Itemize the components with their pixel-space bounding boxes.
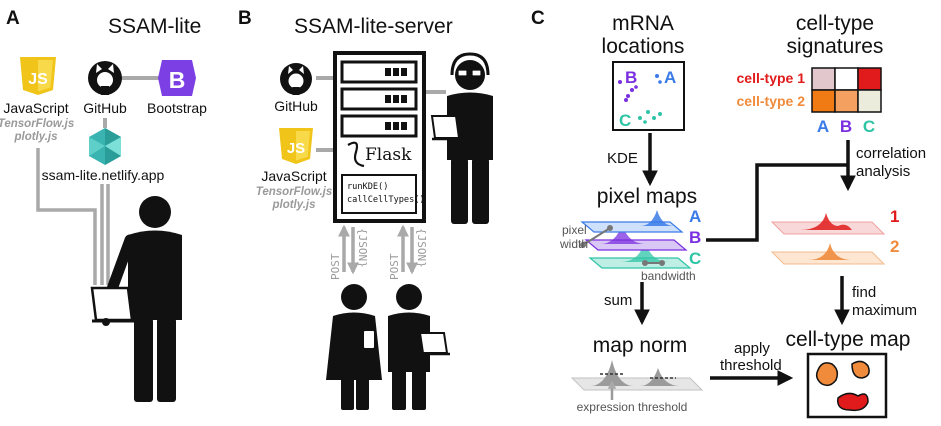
mrna-title-line-1: mRNA xyxy=(612,12,674,35)
panel-a-tensorflow-label: TensorFlow.js xyxy=(0,118,74,130)
panel-b-admin-figure xyxy=(447,52,493,224)
panel-c: C mRNA locations cell-type signatures B … xyxy=(531,8,926,419)
pixel-maps-stack xyxy=(580,210,692,269)
apply-label-line-2: threshold xyxy=(720,357,782,374)
post-json-arrows-left xyxy=(338,224,359,275)
panel-b-admin-laptop xyxy=(430,115,462,141)
panel-b-title: SSAM-lite-server xyxy=(294,15,453,38)
panel-b-github-label: GitHub xyxy=(274,98,318,114)
panel-b-letter: B xyxy=(238,8,252,29)
mrna-gene-c: C xyxy=(619,111,631,130)
mrna-title-line-2: locations xyxy=(602,35,685,58)
find-label-line-2: maximum xyxy=(852,302,917,319)
netlify-icon xyxy=(89,128,121,165)
pixel-map-layer-a: A xyxy=(689,207,701,226)
signature-cell xyxy=(857,89,882,113)
mrna-locations-box: B A C xyxy=(612,61,685,131)
cell-type-map-box xyxy=(806,352,888,419)
bandwidth-indicator xyxy=(642,260,665,266)
correlation-maps xyxy=(770,213,886,265)
panel-b-client-figure-2 xyxy=(388,284,430,410)
pixel-width-label-line-1: pixel xyxy=(562,223,587,237)
panel-b-javascript-icon: JS xyxy=(279,128,313,164)
signature-gene-a: A xyxy=(817,117,829,136)
pixel-width-indicator xyxy=(580,225,613,248)
panel-a: A SSAM-lite JS JavaScript TensorFlow.js … xyxy=(0,8,207,402)
panel-a-netlify-label: ssam-lite.netlify.app xyxy=(42,167,165,183)
panel-b-github-icon xyxy=(280,63,312,95)
javascript-icon: JS xyxy=(20,57,56,95)
signature-gene-c: C xyxy=(863,117,875,136)
signature-title-line-2: signatures xyxy=(787,35,884,58)
panel-c-letter: C xyxy=(531,8,545,29)
signature-cell xyxy=(857,67,882,91)
mrna-gene-b: B xyxy=(625,68,637,87)
pixelmaps-correlation-connector xyxy=(706,163,848,242)
panel-a-plotly-label: plotly.js xyxy=(13,131,57,143)
panel-a-laptop xyxy=(90,286,135,326)
post-json-arrows-right xyxy=(397,224,418,275)
signature-gene-b: B xyxy=(840,117,852,136)
pixel-map-layer-b: B xyxy=(689,228,701,247)
panel-a-title: SSAM-lite xyxy=(108,15,201,38)
pixel-map-layer-c: C xyxy=(689,249,701,268)
pixel-width-label-line-2: width xyxy=(559,237,588,251)
panel-b: B SSAM-lite-server GitHub JS JavaScript … xyxy=(238,8,493,410)
celltype-2-label: cell-type 2 xyxy=(737,93,806,109)
pixel-maps-title: pixel maps xyxy=(597,185,697,208)
signature-cell xyxy=(811,89,836,113)
panel-b-client-figure-1 xyxy=(326,284,382,410)
post-label-left: POST xyxy=(329,253,342,280)
celltype-1-label: cell-type 1 xyxy=(737,70,806,86)
correlation-label-line-1: correlation xyxy=(856,145,926,162)
bandwidth-label: bandwidth xyxy=(641,269,696,283)
expression-threshold-label: expression threshold xyxy=(577,400,688,414)
correlation-label-line-2: analysis xyxy=(856,163,910,180)
signature-cell xyxy=(834,67,859,91)
post-label-right: POST xyxy=(388,253,401,280)
sum-label: sum xyxy=(604,292,632,309)
server-rack: Flask runKDE() callCellTypes() xyxy=(333,51,426,223)
code-line-callcelltypes: callCellTypes() xyxy=(347,195,425,205)
panel-a-user-figure xyxy=(102,196,182,402)
js-laptop-connector xyxy=(36,148,97,285)
panel-b-javascript-label: JavaScript xyxy=(261,168,326,184)
js-glyph: JS xyxy=(28,71,48,88)
apply-label-line-1: apply xyxy=(734,340,770,357)
panel-a-javascript-label: JavaScript xyxy=(3,100,68,116)
panel-a-github-label: GitHub xyxy=(83,100,127,116)
panel-a-letter: A xyxy=(6,8,20,29)
panel-b-client-laptop xyxy=(418,332,450,356)
panel-b-plotly-label: plotly.js xyxy=(271,199,315,211)
signature-cell xyxy=(811,67,836,91)
kde-label: KDE xyxy=(607,150,638,167)
panel-a-bootstrap-label: Bootstrap xyxy=(147,100,207,116)
panel-b-tensorflow-label: TensorFlow.js xyxy=(256,186,332,198)
flask-label: Flask xyxy=(365,145,412,165)
map-norm-plot xyxy=(570,360,704,400)
cell-type-map-title: cell-type map xyxy=(786,328,911,351)
signature-cell xyxy=(834,89,859,113)
bootstrap-icon: B xyxy=(158,60,196,96)
json-label-left: {JSON} xyxy=(356,228,369,268)
code-line-runkde: runKDE() xyxy=(347,182,388,192)
json-label-right: {JSON} xyxy=(415,228,428,268)
signature-title-line-1: cell-type xyxy=(796,12,874,35)
github-icon xyxy=(88,61,122,95)
map-norm-title: map norm xyxy=(593,334,688,357)
find-label-line-1: find xyxy=(852,284,876,301)
bootstrap-glyph: B xyxy=(169,67,186,93)
mrna-gene-a: A xyxy=(664,68,676,87)
panel-b-js-glyph: JS xyxy=(287,140,305,157)
signature-matrix xyxy=(811,67,882,113)
celltype-map-number-2: 2 xyxy=(890,237,899,256)
celltype-map-number-1: 1 xyxy=(890,207,899,226)
